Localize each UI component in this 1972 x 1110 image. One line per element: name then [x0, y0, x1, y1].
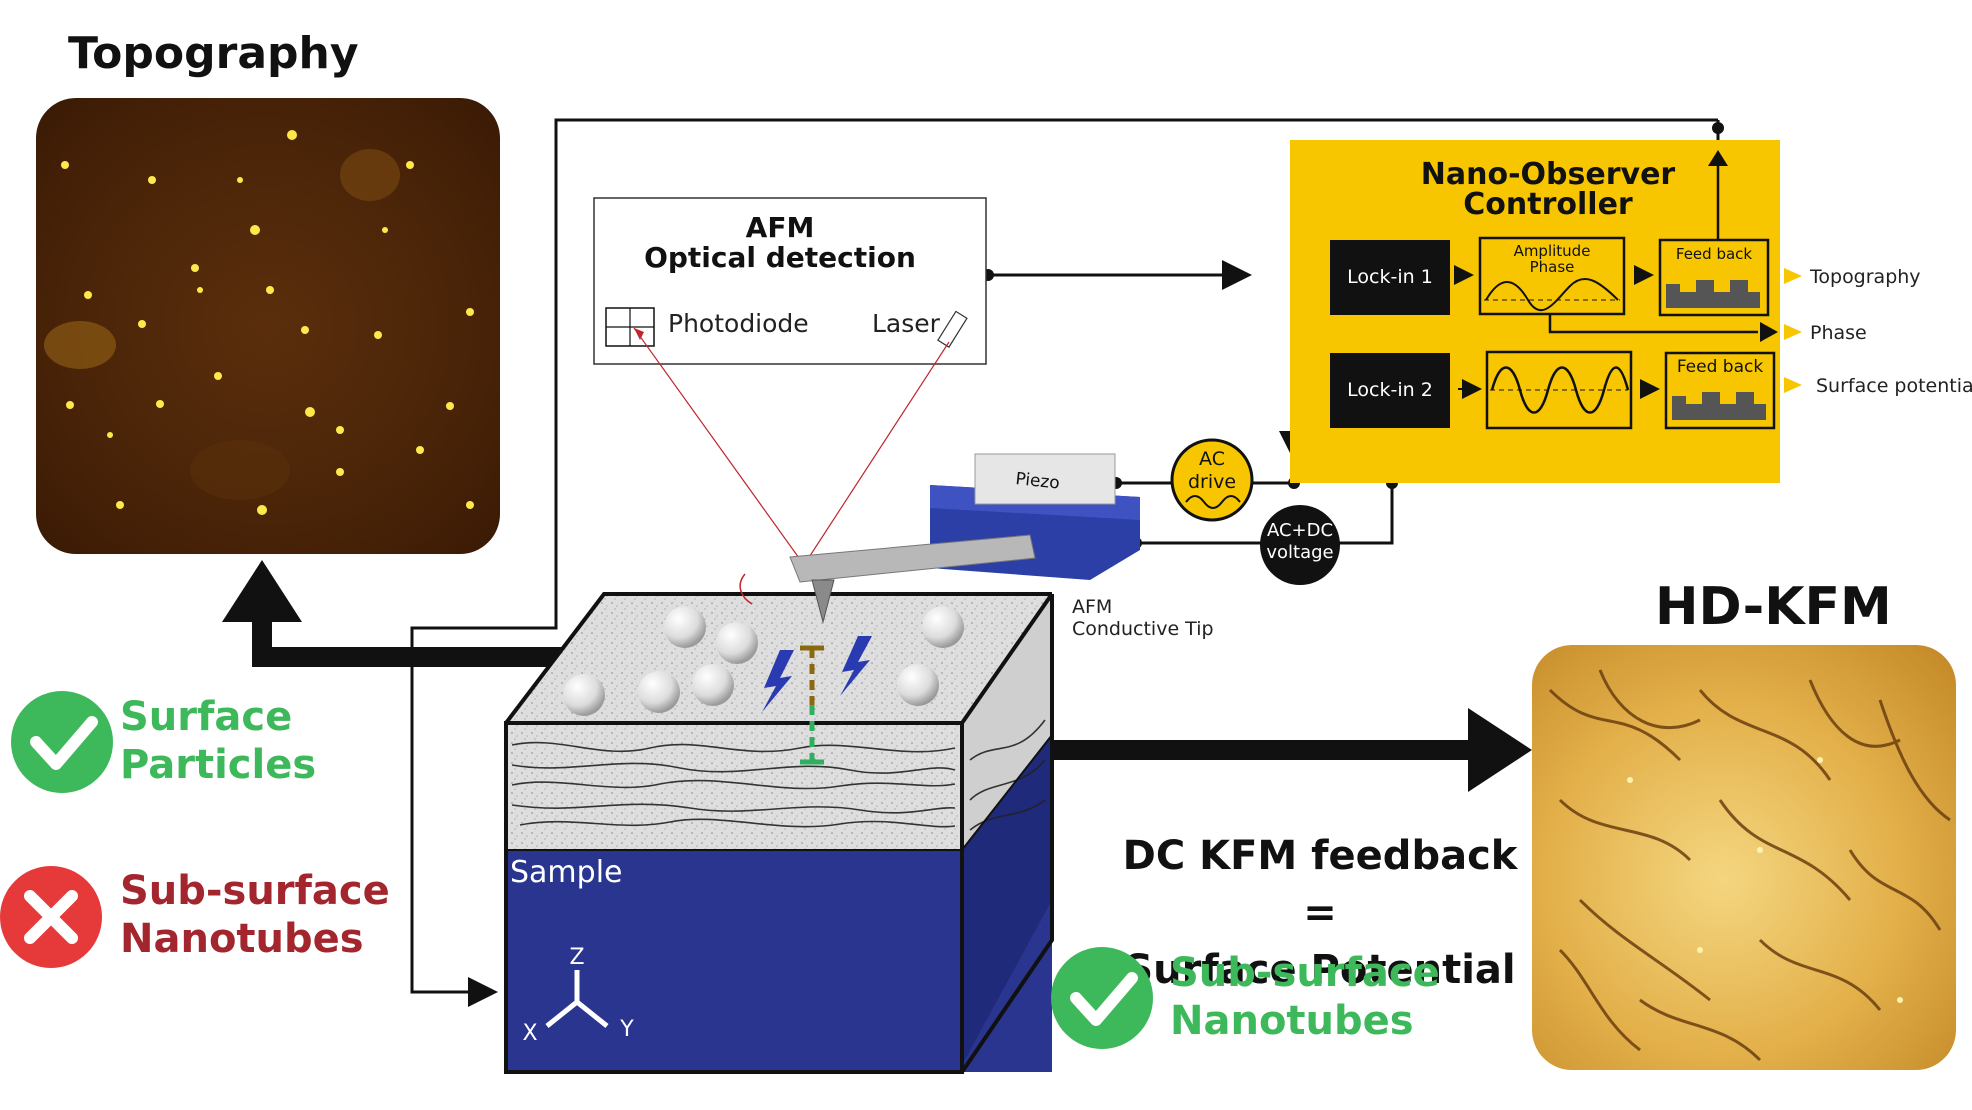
- lightning-icon-right: [840, 636, 872, 696]
- tip-label-line2: Conductive Tip: [1072, 618, 1214, 640]
- ac-drive-circle: AC drive: [1170, 438, 1254, 522]
- hdkfm-image: [1532, 645, 1956, 1070]
- sample-label: Sample: [510, 855, 623, 890]
- photodiode-label: Photodiode: [668, 309, 809, 338]
- arrow-to-topography: [222, 560, 638, 667]
- subsurface-nanotubes-fail-label: Sub-surface Nanotubes: [120, 868, 390, 962]
- amplitude-phase-box: [1478, 236, 1626, 316]
- cross-icon-left: [0, 866, 102, 968]
- laser-icon: [937, 310, 968, 348]
- laser-beam-reflected: [633, 327, 805, 566]
- lightning-icon-left: [762, 650, 794, 712]
- afm-title-line1: AFM: [746, 211, 815, 244]
- sample-block: Sample Z X Y: [504, 592, 1054, 1074]
- acdc-line1: AC+DC: [1267, 520, 1333, 541]
- ac-drive-line1: AC: [1199, 448, 1225, 470]
- arrow-to-hdkfm: [1000, 708, 1532, 792]
- kfm-feedback-label: DC KFM feedback = Surface Potential: [1122, 833, 1518, 993]
- feedback2-profile: [1672, 392, 1766, 420]
- axis-x-label: X: [522, 1021, 537, 1046]
- output-topography-label: Topography: [1809, 266, 1921, 288]
- controller-title-line1: Nano-Observer: [1421, 157, 1676, 192]
- phase-inner-label: Phase: [1530, 258, 1575, 276]
- feedback2-label: Feed back: [1677, 357, 1764, 377]
- laser-beam-incident: [803, 341, 950, 566]
- sine-wave: [1490, 366, 1630, 414]
- axis-y-label: Y: [619, 1017, 634, 1042]
- amplitude-label: Amplitude: [1514, 242, 1591, 260]
- controller-title-line2: Controller: [1463, 187, 1633, 222]
- sine-box: [1485, 350, 1633, 430]
- topography-image: [36, 98, 500, 554]
- surface-particles: [563, 606, 964, 716]
- acdc-voltage-circle: AC+DC voltage: [1260, 505, 1340, 585]
- piezo-cantilever-assembly: Piezo: [739, 453, 1140, 624]
- axis-z-label: Z: [569, 945, 584, 970]
- laser-label: Laser: [872, 309, 941, 338]
- amplitude-wave: [1485, 277, 1619, 312]
- nano-observer-controller: Nano-Observer Controller Lock-in 1 Lock-…: [1290, 140, 1780, 483]
- lockin1-box: [1330, 240, 1450, 315]
- feedback1-profile: [1666, 280, 1760, 308]
- surface-particles-ok-label: Surface Particles: [120, 694, 317, 788]
- tip-label-line1: AFM: [1072, 596, 1112, 618]
- acdc-line2: voltage: [1266, 542, 1333, 563]
- xyz-axes-icon: [545, 970, 609, 1028]
- subsurface-nanotubes-ok-label: Sub-surface Nanotubes: [1170, 950, 1440, 1044]
- afm-title-line2: Optical detection: [644, 241, 916, 274]
- lockin2-box: [1330, 353, 1450, 428]
- ac-drive-line2: drive: [1188, 471, 1236, 493]
- afm-optical-detection-box: AFM Optical detection Photodiode Laser: [593, 197, 987, 365]
- feedback1-label: Feed back: [1676, 245, 1753, 263]
- hdkfm-heading: HD-KFM: [1655, 577, 1892, 637]
- output-surface-potential-label: Surface potential: [1816, 375, 1972, 397]
- topography-heading: Topography: [68, 28, 359, 79]
- piezo-label: Piezo: [1014, 469, 1060, 494]
- feedback1-box: [1658, 238, 1770, 317]
- lockin2-label: Lock-in 2: [1347, 379, 1433, 401]
- check-icon-left: [11, 691, 113, 793]
- check-icon-right: [1051, 947, 1153, 1049]
- feedback2-box: [1664, 351, 1776, 430]
- lockin1-label: Lock-in 1: [1347, 266, 1433, 288]
- output-phase-label: Phase: [1810, 322, 1867, 344]
